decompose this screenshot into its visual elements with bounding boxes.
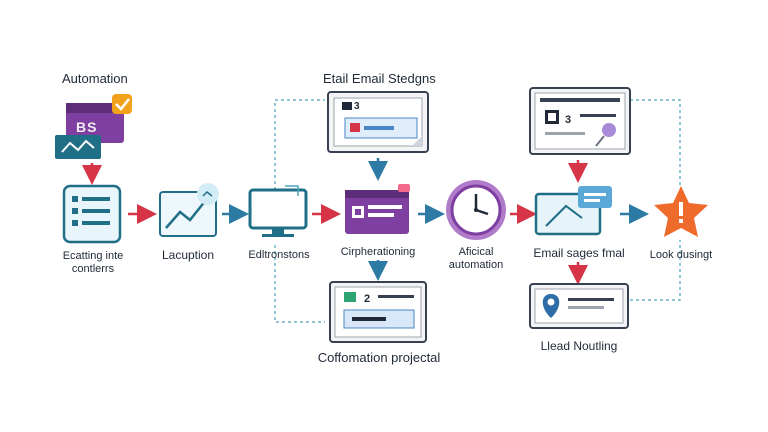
etail-email-card <box>327 91 429 153</box>
etail-card-badge: 3 <box>354 101 360 112</box>
coffomation-label: Coffomation projectal <box>317 350 441 365</box>
top-left-card-badge: BS <box>76 119 98 135</box>
sages-top-card-badge: 3 <box>565 114 571 126</box>
edltronstons-label: Edltronstons <box>248 249 310 261</box>
aficical-label-line1: Aficical <box>458 246 494 258</box>
purple-window-icon <box>345 184 410 234</box>
chart-card-icon <box>159 183 219 237</box>
clock-icon <box>446 180 506 240</box>
project-card <box>329 281 427 343</box>
automation-cards <box>55 94 132 159</box>
cirpherationing-label: Cirpherationing <box>340 246 416 258</box>
sages-top-card <box>529 87 631 155</box>
email-sages-label: Email sages fmal <box>533 246 625 260</box>
aficical-label-line2: automation <box>448 259 504 271</box>
lead-noutling-label: Llead Noutling <box>540 339 618 353</box>
check-icon <box>115 98 130 111</box>
lead-card <box>529 283 629 329</box>
scale-label-line2: contlerrs <box>71 263 115 275</box>
look-dusingt-label: Look dusingt <box>649 249 713 261</box>
project-card-badge: 2 <box>364 293 370 305</box>
monitor-icon <box>248 185 308 237</box>
automation-label: Automation <box>62 71 128 86</box>
email-monitor-icon <box>534 186 612 236</box>
dashed-connectors <box>274 99 681 323</box>
scale-label-line1: Ecatting inte <box>62 250 124 262</box>
trend-line-icon <box>61 139 95 153</box>
lacuption-label: Lacuption <box>161 248 215 262</box>
etail-email-label: Etail Email Stedgns <box>323 71 436 86</box>
star-alert-icon <box>654 186 708 237</box>
checklist-card-icon <box>62 184 122 244</box>
